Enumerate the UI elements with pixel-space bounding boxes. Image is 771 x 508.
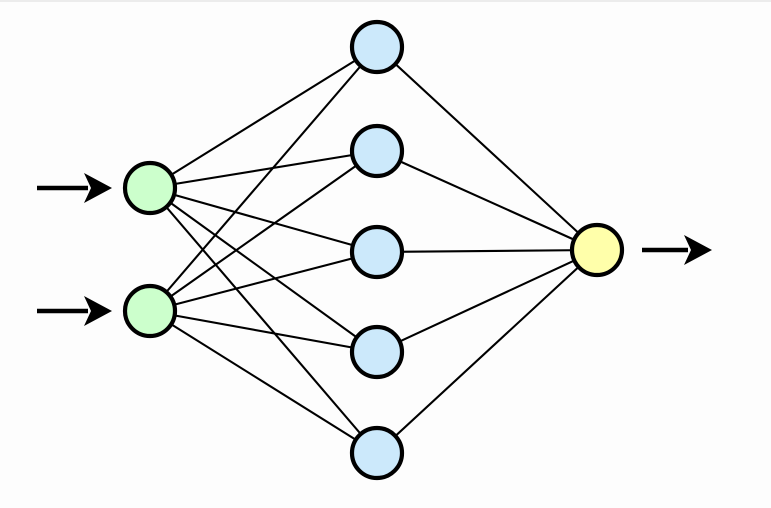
arrows-group [37, 173, 712, 326]
hidden-node-1[interactable] [349, 19, 405, 75]
edge-h2-o1 [375, 149, 599, 252]
input-arrow-2 [37, 296, 112, 326]
edge-h3-o1 [375, 248, 599, 254]
edge-i2-h4 [148, 309, 379, 354]
input-arrow-1-head-icon [84, 173, 112, 203]
edge-i1-h4 [148, 186, 379, 354]
input-node-1[interactable] [122, 160, 178, 216]
edge-h4-o1 [375, 248, 599, 354]
edge-i1-h5 [148, 186, 379, 455]
edge-i1-h2 [148, 149, 379, 190]
edge-i2-h1 [148, 45, 379, 313]
edge-i1-h1 [148, 45, 379, 190]
edge-i2-h5 [148, 309, 379, 455]
edge-i2-h2 [148, 149, 379, 313]
edge-i1-h3 [148, 186, 379, 254]
edge-h5-o1 [375, 248, 599, 455]
edge-i2-h3 [148, 250, 379, 313]
edges-group [148, 45, 599, 455]
input-arrow-2-head-icon [84, 296, 112, 326]
hidden-node-4[interactable] [349, 324, 405, 380]
hidden-node-3[interactable] [349, 224, 405, 280]
hidden-node-5[interactable] [349, 425, 405, 481]
edge-h1-o1 [375, 45, 599, 252]
output-node-1[interactable] [569, 222, 625, 278]
hidden-node-2[interactable] [349, 123, 405, 179]
output-arrow-1 [642, 235, 712, 265]
input-arrow-1 [37, 173, 112, 203]
nodes-group [122, 19, 625, 481]
output-arrow-1-head-icon [684, 235, 712, 265]
input-node-2[interactable] [122, 283, 178, 339]
